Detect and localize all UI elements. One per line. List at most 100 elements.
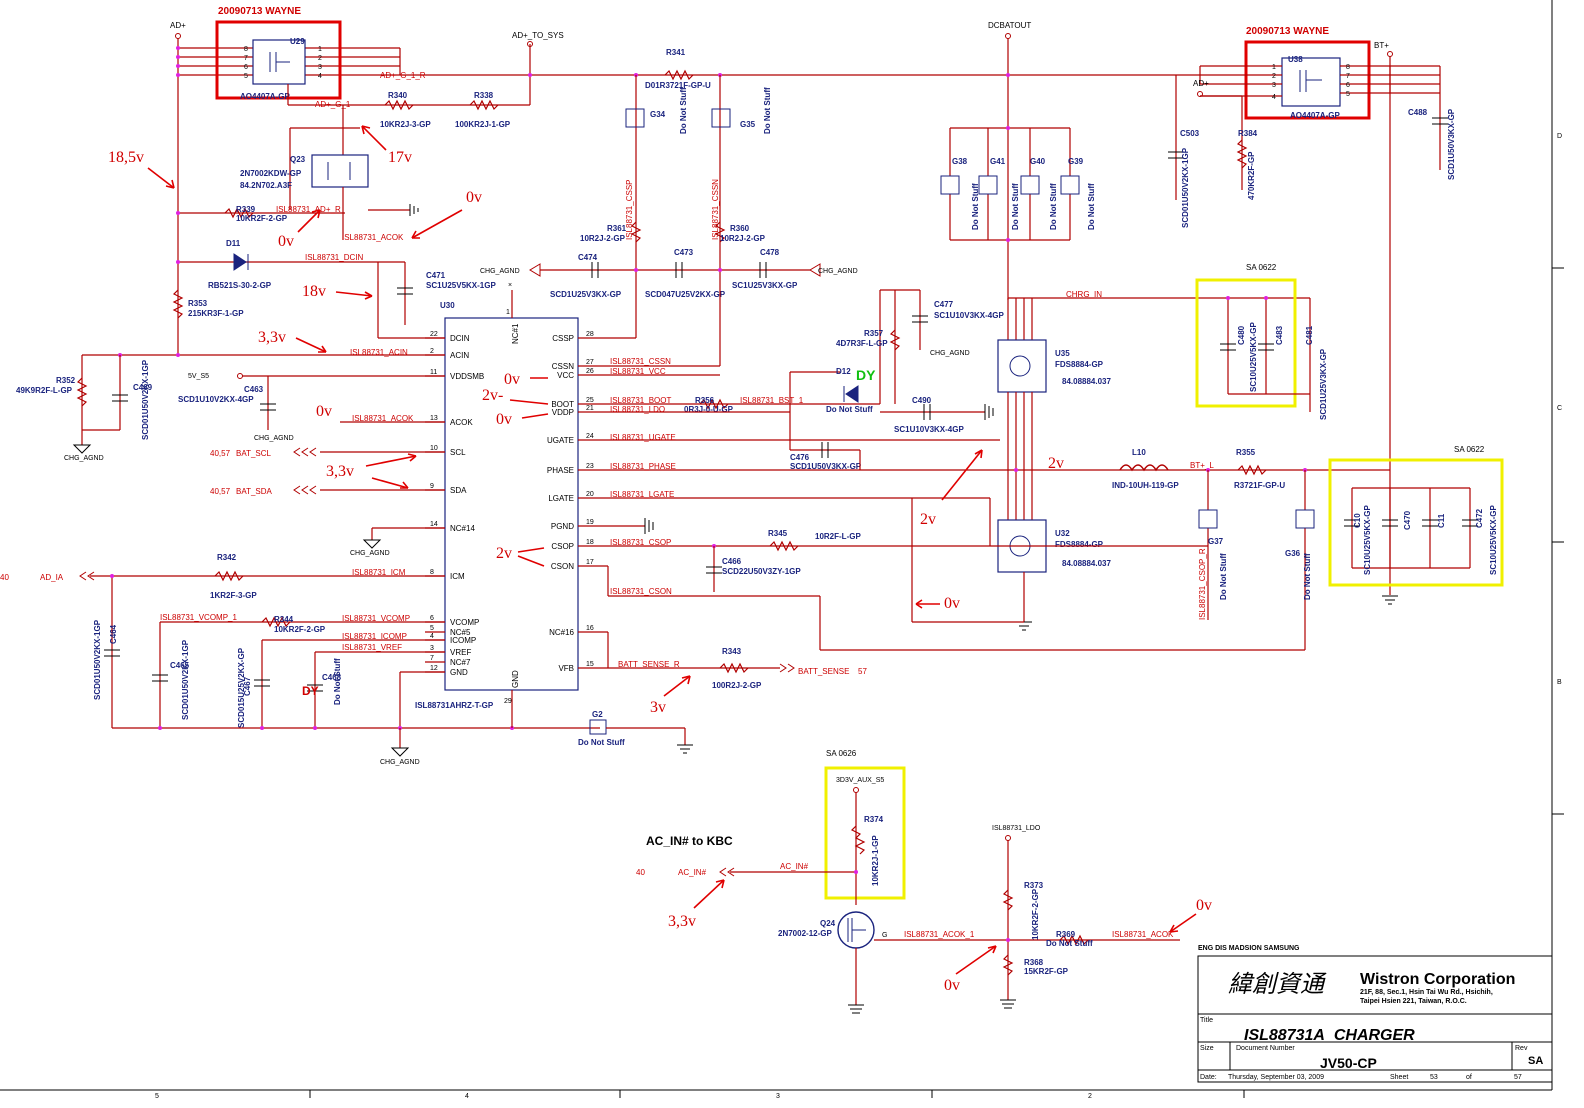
svg-text:3: 3 bbox=[1272, 82, 1276, 89]
power-stage: DCBATOUT G38 G41 G40 G39 Do Not Stuff Do… bbox=[578, 21, 1390, 650]
c474-value: SCD1U25V3KX-GP bbox=[550, 290, 622, 299]
d11-label: D11 bbox=[226, 239, 241, 248]
pin-num-13: 13 bbox=[430, 415, 438, 422]
net-ad-ia: AD_IA bbox=[40, 573, 64, 582]
u35-part: FDS8884-GP bbox=[1055, 360, 1104, 369]
net-ad-g1: AD+_G_1 bbox=[315, 100, 351, 109]
pin-num-5: 5 bbox=[430, 625, 434, 632]
r338-value: 100KR2J-1-GP bbox=[455, 120, 511, 129]
c467-label: C467 bbox=[243, 676, 252, 696]
u30-label: U30 bbox=[440, 301, 455, 310]
r339-value: 10KR2F-2-GP bbox=[236, 214, 288, 223]
r344-label: R344 bbox=[274, 615, 294, 624]
pin-num-2: 2 bbox=[430, 348, 434, 355]
tb-total: 57 bbox=[1514, 1074, 1522, 1081]
net-bat-scl: BAT_SCL bbox=[236, 449, 272, 458]
voltage-17v: 17v bbox=[388, 149, 412, 166]
net-dcbatout: DCBATOUT bbox=[988, 21, 1031, 30]
sa-tag-3: SA 0626 bbox=[826, 749, 857, 758]
tb-addr2: Taipei Hsien 221, Taiwan, R.O.C. bbox=[1360, 998, 1467, 1005]
pin-num-14: 14 bbox=[430, 521, 438, 528]
r353-value: 215KR3F-1-GP bbox=[188, 309, 244, 318]
c483-label: C483 bbox=[1275, 325, 1284, 345]
q23-part: 2N7002KDW-GP bbox=[240, 169, 302, 178]
net-acok-mid: ISL88731_ACOK bbox=[352, 414, 414, 423]
pin-vref: VREF bbox=[450, 648, 471, 657]
u32-label: U32 bbox=[1055, 529, 1070, 538]
border-row-d: D bbox=[1557, 133, 1562, 140]
c481-value: SCD1U25V3KX-GP bbox=[1319, 348, 1328, 420]
net-ad-r: ISL88731_AD+_R bbox=[276, 205, 341, 214]
r345-label: R345 bbox=[768, 529, 788, 538]
pin-num-21: 21 bbox=[586, 405, 594, 412]
c490-label: C490 bbox=[912, 396, 932, 405]
voltage-3-3v-c: 3,3v bbox=[668, 913, 696, 930]
svg-text:8: 8 bbox=[244, 46, 248, 53]
g39-label: G39 bbox=[1068, 157, 1084, 166]
net-ac-in: AC_IN# bbox=[780, 862, 809, 871]
c468-label: C468 bbox=[322, 673, 342, 682]
u35-partnum: 84.08884.037 bbox=[1062, 377, 1111, 386]
net-batt-sense-r: BATT_SENSE_R bbox=[618, 660, 680, 669]
tb-company: Wistron Corporation bbox=[1360, 971, 1515, 988]
d11-part: RB521S-30-2-GP bbox=[208, 281, 272, 290]
c480-value: SC10U25V5KX-GP bbox=[1249, 322, 1258, 392]
l10-value: IND-10UH-119-GP bbox=[1112, 481, 1179, 490]
c465-value: SCD01U50V2KX-1GP bbox=[181, 639, 190, 720]
c10-label: C10 bbox=[1353, 513, 1362, 528]
pin-num-3: 3 bbox=[430, 645, 434, 652]
r384-value: 470KR2F-GP bbox=[1247, 151, 1256, 200]
annotation-acin-kbc: AC_IN# to KBC bbox=[646, 834, 733, 848]
voltage-3-3v-b: 3,3v bbox=[326, 463, 354, 480]
net-ad-g1r: AD+_G_1_R bbox=[380, 71, 426, 80]
g34-label: G34 bbox=[650, 110, 666, 119]
voltage-2v-b: 2v bbox=[496, 545, 512, 562]
voltage-18v: 18v bbox=[302, 283, 326, 300]
voltage-0v-h: 0v bbox=[944, 977, 960, 994]
c476-value: SCD1U50V3KX-GP bbox=[790, 462, 862, 471]
c481-label: C481 bbox=[1305, 325, 1314, 345]
sda-ref: 40,57 bbox=[210, 487, 231, 496]
r368-label: R368 bbox=[1024, 958, 1044, 967]
c474-label: C474 bbox=[578, 253, 598, 262]
svg-text:4: 4 bbox=[1272, 94, 1276, 101]
tb-rev: SA bbox=[1528, 1055, 1543, 1067]
pin-phase: PHASE bbox=[547, 466, 574, 475]
pin-nc5: NC#5 bbox=[450, 628, 471, 637]
current-sense-section: R341 D01R3721F-GP-U G34 G35 Do Not Stuff… bbox=[480, 48, 858, 376]
highlight-box-sa-2 bbox=[1328, 458, 1504, 587]
pin-num-15: 15 bbox=[586, 661, 594, 668]
r384-label: R384 bbox=[1238, 129, 1258, 138]
net-cssn-v: ISL88731_CSSN bbox=[711, 179, 720, 240]
c480-label: C480 bbox=[1237, 325, 1246, 345]
r342-value: 1KR2F-3-GP bbox=[210, 591, 257, 600]
c463-label: C463 bbox=[244, 385, 264, 394]
c503-value: SCD01U50V2KX-1GP bbox=[1181, 147, 1190, 228]
pin-num-23: 23 bbox=[586, 463, 594, 470]
gnd-chg-agnd-1: CHG_AGND bbox=[64, 455, 104, 462]
net-csop-r: ISL88731_CSOP_R bbox=[1198, 548, 1207, 620]
gnd-chg-agnd-4: CHG_AGND bbox=[380, 759, 420, 766]
g36-label: G36 bbox=[1285, 549, 1301, 558]
q23-partnum: 84.2N702.A3F bbox=[240, 181, 292, 190]
net-ad-plus-2: AD+ bbox=[1193, 79, 1209, 88]
u38-part: AO4407A-GP bbox=[1290, 111, 1340, 120]
pin-sda: SDA bbox=[450, 486, 467, 495]
r355-value: R3721F-GP-U bbox=[1234, 481, 1285, 490]
r368-value: 15KR2F-GP bbox=[1024, 967, 1069, 976]
net-bat-sda: BAT_SDA bbox=[236, 487, 273, 496]
svg-text:8: 8 bbox=[1346, 64, 1350, 71]
u35-chip bbox=[997, 339, 1047, 393]
pin-num-8: 8 bbox=[430, 569, 434, 576]
pin-nc16: NC#16 bbox=[549, 628, 574, 637]
c464-value: SCD01U50V2KX-1GP bbox=[93, 619, 102, 700]
svg-text:2: 2 bbox=[1272, 73, 1276, 80]
ad-ia-ref: 40 bbox=[0, 573, 9, 582]
u32-part: FDS8884-GP bbox=[1055, 540, 1104, 549]
pin-nc7: NC#7 bbox=[450, 658, 471, 667]
battery-switch-section: 20090713 WAYNE U38 AO4407A-GP 12 34 87 6… bbox=[1168, 26, 1504, 605]
r340-label: R340 bbox=[388, 91, 408, 100]
pin-vfb: VFB bbox=[558, 664, 574, 673]
r345-value: 10R2F-L-GP bbox=[815, 532, 861, 541]
c470-label: C470 bbox=[1403, 510, 1412, 530]
